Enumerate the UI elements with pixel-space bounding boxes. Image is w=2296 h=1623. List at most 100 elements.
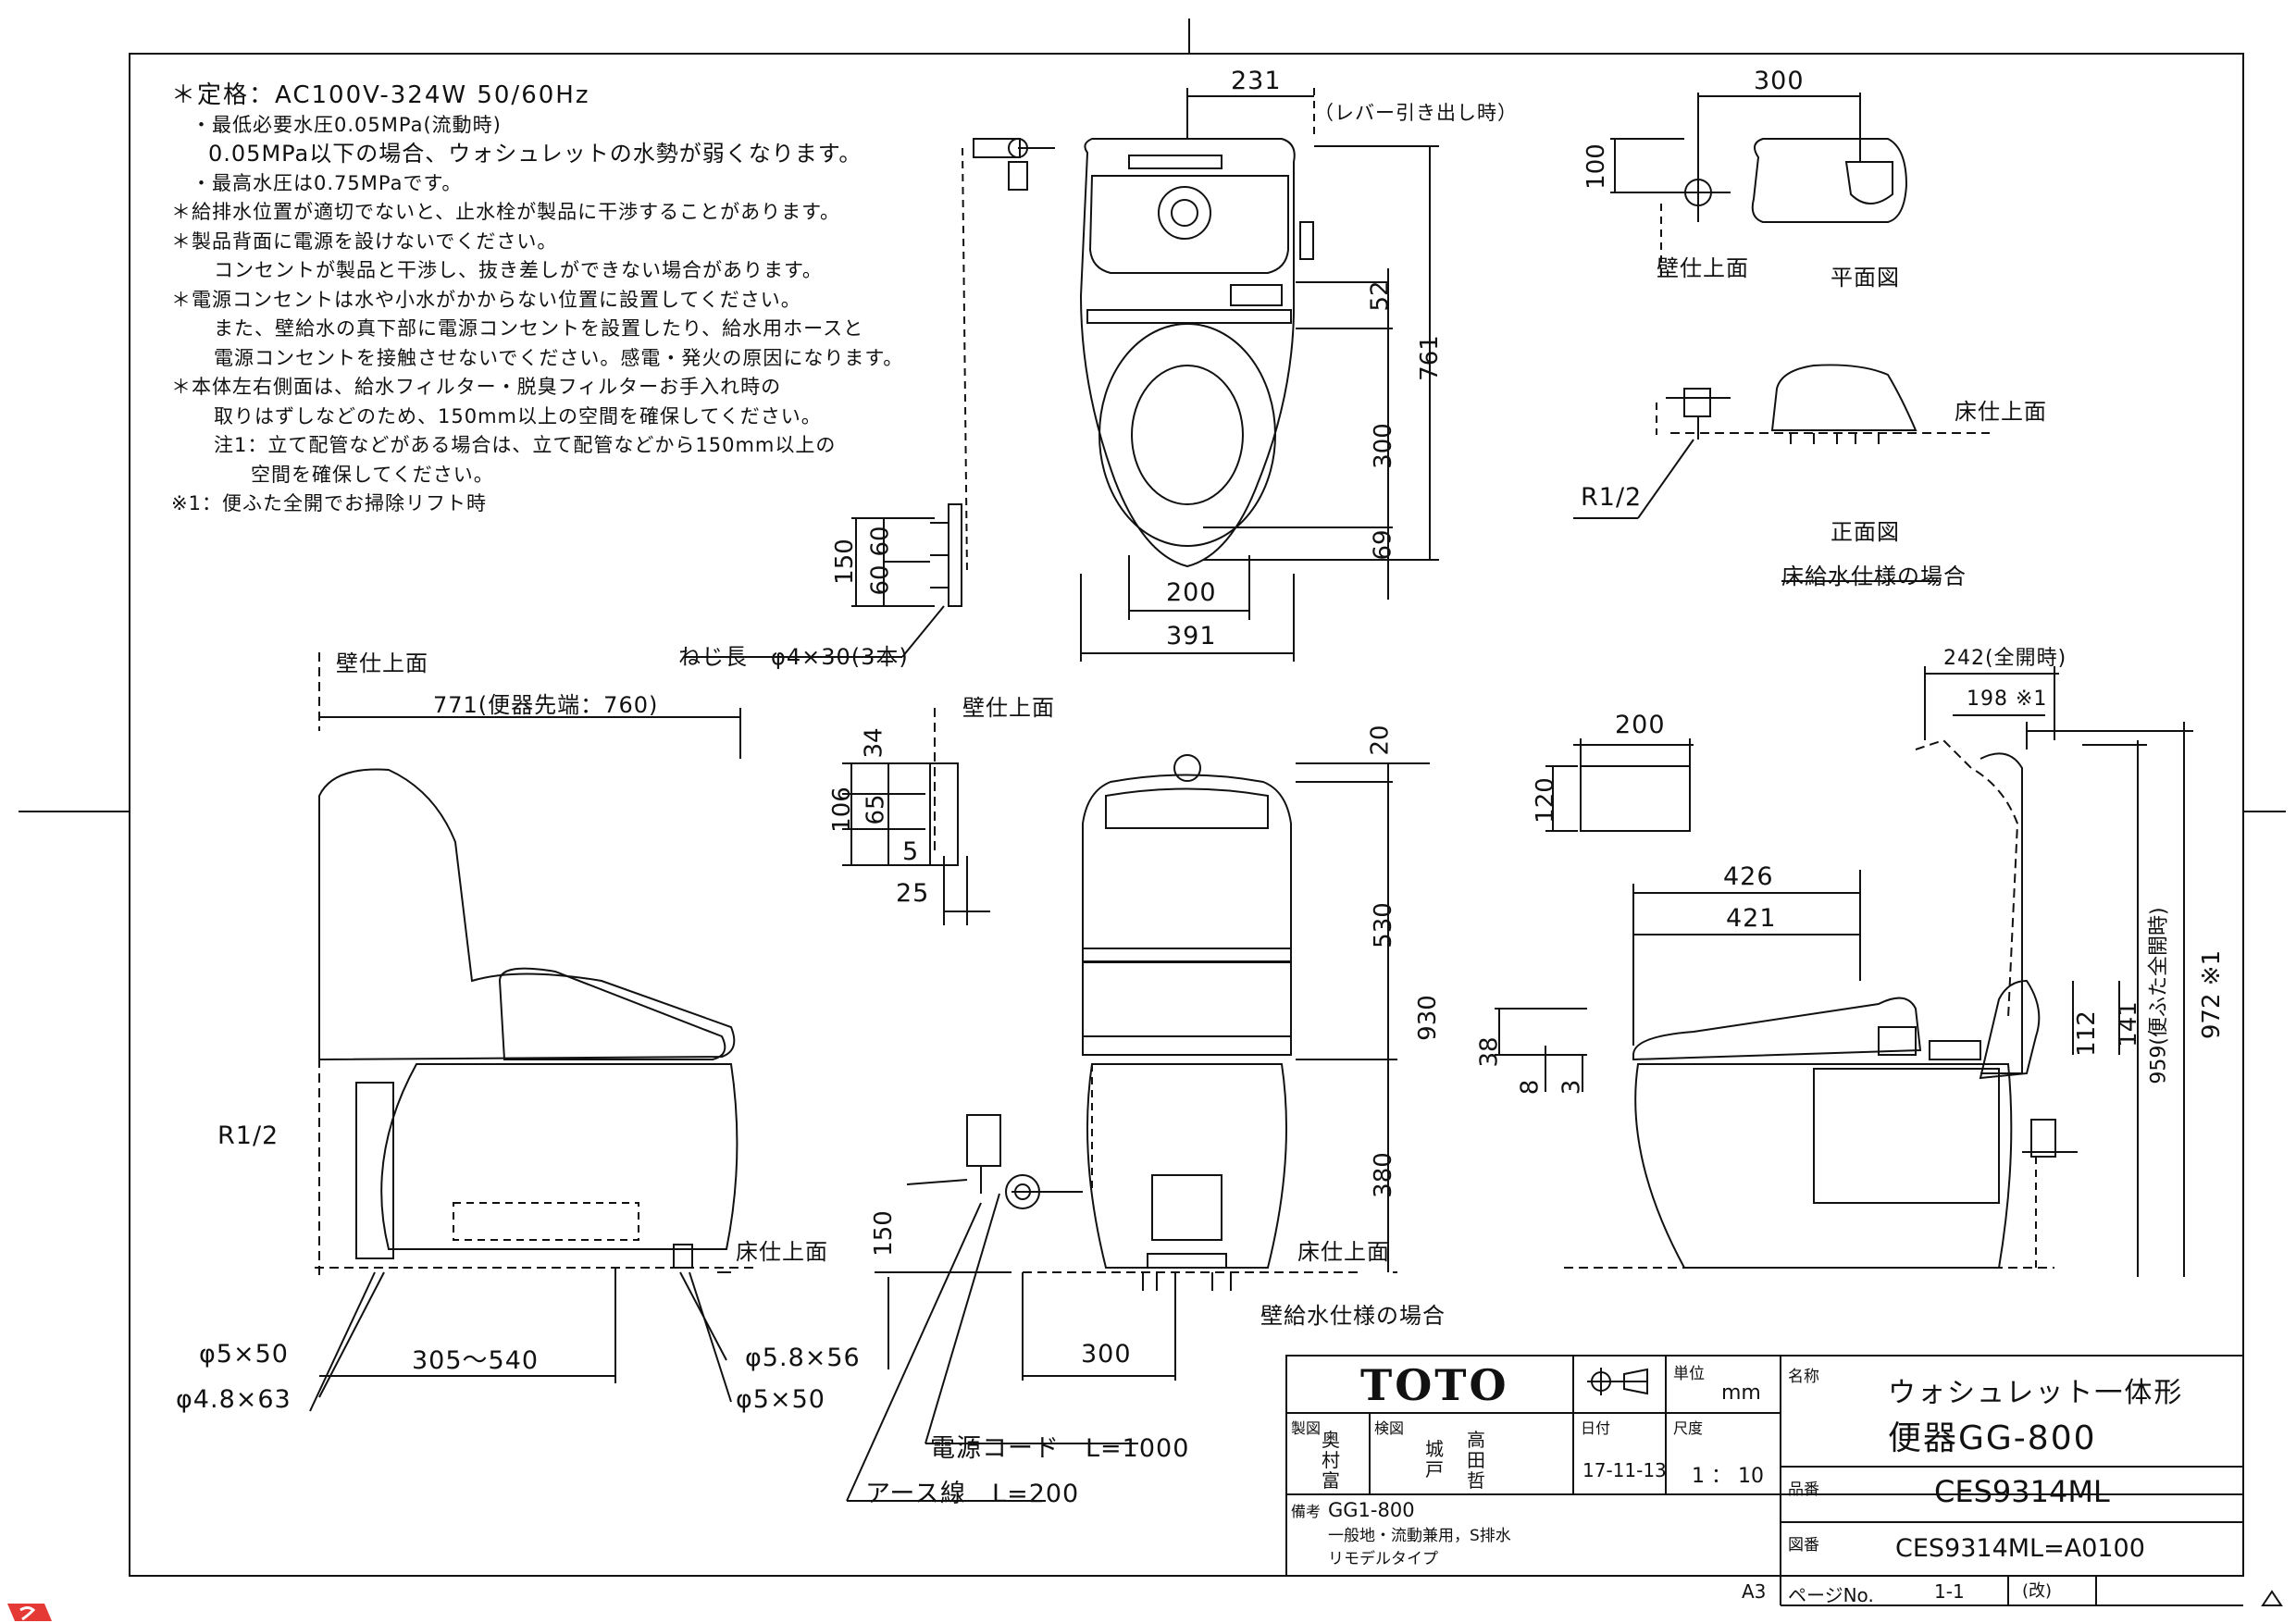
- dim-198: 198 ※1: [1967, 688, 2048, 711]
- front-view-small: [1573, 364, 1990, 582]
- page-label: ページNo.: [1788, 1584, 1874, 1606]
- revision-label: (改): [2022, 1581, 2053, 1601]
- floor-surface-label: 床仕上面: [736, 1239, 828, 1265]
- page-number: 1-1: [1934, 1580, 1965, 1603]
- dim-959: 959(便ふた全開時): [2147, 907, 2171, 1084]
- dim-972: 972 ※1: [2198, 949, 2227, 1040]
- sheet-size: A3: [1742, 1580, 1767, 1603]
- checked-label: 検図: [1374, 1419, 1405, 1437]
- title-block-grid: [1285, 1355, 2244, 1606]
- checked-by-2: 高田哲: [1467, 1429, 1485, 1492]
- note: ＊電源コンセントは水や小水がかからない位置に設置してください。: [171, 288, 801, 311]
- floor-supply-title: 床給水仕様の場合: [1781, 564, 1967, 589]
- drawing-label: 図番: [1788, 1536, 1819, 1555]
- dim-label: 391: [1166, 622, 1217, 650]
- notes-block: ＊定格：AC100V-324W 50/60Hz ・最低必要水圧0.05MPa(流…: [171, 81, 912, 519]
- remarks-line1: GG1-800: [1328, 1499, 1415, 1521]
- unit-value: mm: [1721, 1381, 1761, 1405]
- dim-label: 300: [1754, 67, 1805, 95]
- dim-label: 69: [1369, 529, 1397, 561]
- plan-view-title: 平面図: [1831, 265, 1900, 291]
- side-view-open: [1495, 666, 2193, 1277]
- note: 取りはずしなどのため、150mm以上の空間を確保してください。: [214, 404, 822, 427]
- note: ＊給排水位置が適切でないと、止水栓が製品に干渉することがあります。: [171, 201, 841, 223]
- dim-label: 3: [1558, 1079, 1586, 1096]
- note: コンセントが製品と干渉し、抜き差しができない場合があります。: [214, 259, 823, 281]
- dim-label: 380: [1369, 1152, 1397, 1198]
- note: ＊本体左右側面は、給水フィルター・脱臭フィルターお手入れ時の: [171, 376, 782, 398]
- product-name-line1: ウォシュレット一体形: [1888, 1377, 2184, 1409]
- triangle-mark: [2261, 1590, 2283, 1606]
- dim-label: 65: [862, 794, 890, 825]
- dim-242: 242(全開時): [1943, 647, 2067, 670]
- note: 空間を確保してください。: [251, 463, 494, 486]
- note: 電源コンセントを接触させないでください。感電・発火の原因になります。: [214, 346, 904, 369]
- dim-label: 120: [1531, 777, 1559, 824]
- dim-label: 106: [827, 787, 856, 833]
- dim-label: 25: [896, 879, 930, 908]
- product-name-line2: 便器GG-800: [1888, 1419, 2097, 1457]
- dim-305-540: 305～540: [412, 1346, 540, 1375]
- note: また、壁給水の真下部に電源コンセントを設置したり、給水用ホースと: [214, 317, 864, 340]
- dim-label: 100: [1582, 143, 1610, 190]
- plan-view-small: [1610, 93, 1908, 278]
- dim-label: 200: [1615, 711, 1666, 739]
- wall-supply-title: 壁給水仕様の場合: [1260, 1303, 1446, 1329]
- r12-label: R1/2: [1581, 483, 1643, 512]
- date-label: 日付: [1581, 1419, 1611, 1437]
- dim-label: 141: [2114, 1001, 2142, 1047]
- wall-surface-label: 壁仕上面: [962, 695, 1055, 721]
- dim-label: 5: [902, 837, 920, 866]
- dim-771: 771(便器先端：760): [433, 692, 659, 718]
- dim-label: 38: [1475, 1036, 1504, 1068]
- checked-by-1: 城戸: [1425, 1438, 1444, 1481]
- dim-label: 60: [866, 526, 895, 557]
- wall-surface-label: 壁仕上面: [1657, 255, 1749, 281]
- remarks-line3: リモデルタイプ: [1328, 1550, 1438, 1568]
- toto-logo: TOTO: [1360, 1360, 1509, 1410]
- dim-label: 34: [860, 727, 888, 759]
- screw-phi-5x50: φ5×50: [736, 1385, 825, 1414]
- lever-note: （レバー引き出し時）: [1314, 102, 1518, 124]
- dim-label: 761: [1415, 335, 1444, 381]
- note: ・最低必要水圧0.05MPa(流動時): [192, 113, 502, 136]
- scale-label: 尺度: [1673, 1419, 1704, 1437]
- wall-surface-label: 壁仕上面: [336, 650, 428, 676]
- drawn-label: 製図: [1291, 1419, 1322, 1437]
- note: ※1：便ふた全開でお掃除リフト時: [171, 492, 487, 514]
- dim-label: 8: [1516, 1079, 1545, 1096]
- front-view-title: 正面図: [1831, 519, 1900, 545]
- corner-logo-icon: [7, 1604, 52, 1621]
- dim-label: 530: [1369, 902, 1397, 948]
- dim-label: 930: [1413, 995, 1442, 1041]
- note: ・最高水圧は0.75MPaです。: [192, 171, 463, 194]
- drawing-number: CES9314ML=A0100: [1895, 1534, 2145, 1563]
- name-label: 名称: [1788, 1368, 1819, 1386]
- remarks-label: 備考: [1291, 1503, 1322, 1520]
- floor-surface-label: 床仕上面: [1297, 1239, 1390, 1265]
- date-value: 17-11-13: [1582, 1459, 1667, 1481]
- drawing-frame: [129, 53, 2244, 1577]
- screw-note: ねじ長 φ4×30(3本): [678, 644, 909, 670]
- part-label: 品番: [1788, 1481, 1819, 1499]
- note: 0.05MPa以下の場合、ウォシュレットの水勢が弱くなります。: [208, 141, 863, 167]
- dim-label: 150: [869, 1210, 898, 1257]
- part-number: CES9314ML: [1934, 1474, 2110, 1509]
- earth-wire-label: アース線 L=200: [865, 1480, 1080, 1508]
- note: ＊製品背面に電源を設けないでください。: [171, 229, 558, 253]
- screw-phi-48x63: φ4.8×63: [176, 1385, 292, 1414]
- drawn-by: 奥村富: [1322, 1429, 1340, 1492]
- screw-phi-5x50: φ5×50: [199, 1340, 289, 1369]
- remote-control-outline: [1580, 765, 1691, 832]
- unit-label: 単位: [1673, 1365, 1705, 1383]
- dim-label: 300: [1369, 423, 1397, 469]
- wall-supply-valve: [846, 1064, 1138, 1502]
- power-cord-label: 電源コード L=1000: [930, 1434, 1190, 1463]
- dim-label: 60: [866, 564, 895, 596]
- front-view-toilet: [1011, 754, 1430, 1381]
- dim-label: 421: [1726, 904, 1777, 933]
- remarks-line2: 一般地・流動兼用，S排水: [1328, 1527, 1511, 1545]
- dim-label: 231: [1231, 67, 1282, 95]
- screw-phi-58x56: φ5.8×56: [745, 1344, 861, 1372]
